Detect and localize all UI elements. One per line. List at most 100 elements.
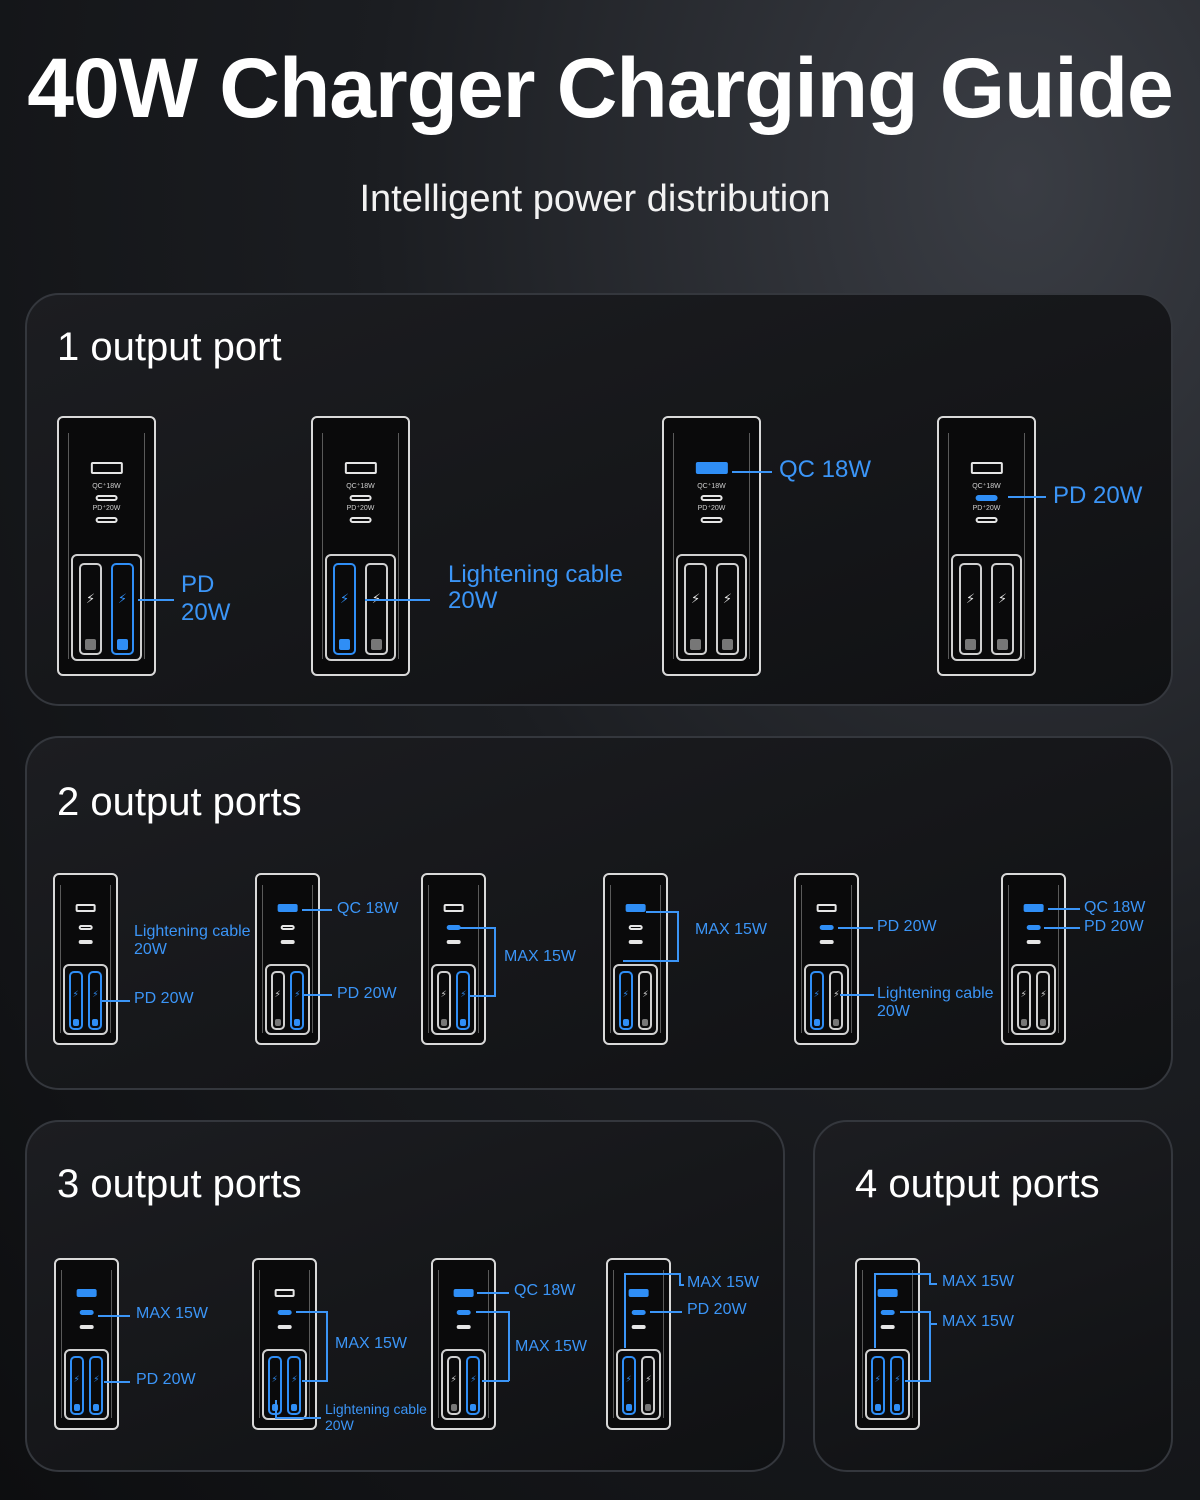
- leader-line: [874, 1273, 876, 1348]
- cable-tip: [642, 1019, 649, 1026]
- usb-a-port: [344, 461, 377, 475]
- cable-tip: [965, 638, 977, 650]
- leader-line: [477, 1292, 509, 1294]
- lightning-cable: ⚡: [69, 1355, 84, 1415]
- usb-c-port: [79, 1310, 94, 1315]
- usb-a-port: [277, 903, 298, 912]
- cable-bay: ⚡ ⚡: [325, 553, 396, 662]
- usb-c-cable: ⚡: [638, 970, 653, 1030]
- charger-device: ⚡ ⚡: [421, 873, 486, 1045]
- usb-a-port: [625, 903, 646, 912]
- cable-bay: ⚡ ⚡: [71, 553, 142, 662]
- power-label: 20W: [877, 1003, 910, 1020]
- leader-line: [900, 1311, 930, 1313]
- bolt-icon: ⚡: [440, 989, 447, 1000]
- leader-line: [275, 1417, 321, 1419]
- bolt-icon: ⚡: [722, 591, 732, 607]
- qc-port-label: QC⁺18W: [972, 482, 1001, 490]
- charger-device: ⚡ ⚡: [53, 873, 118, 1045]
- cable-tip: [460, 1019, 467, 1026]
- power-label: Lightening cable: [448, 561, 623, 588]
- usb-c-port: [95, 494, 118, 502]
- cable-tip: [625, 1404, 632, 1411]
- cable-tip: [274, 1019, 281, 1026]
- usb-c-cable: ⚡: [290, 970, 305, 1030]
- usb-c-port: [79, 1324, 94, 1330]
- power-label: 20W: [134, 941, 167, 958]
- qc-port-label: QC⁺18W: [697, 482, 726, 490]
- cable-bay: ⚡ ⚡: [261, 1349, 308, 1420]
- usb-c-cable: ⚡: [959, 562, 982, 656]
- leader-line: [304, 994, 332, 996]
- cable-tip: [440, 1019, 447, 1026]
- cable-bay: ⚡ ⚡: [440, 1349, 487, 1420]
- bolt-icon: ⚡: [72, 989, 79, 1000]
- charger-device: ⚡ ⚡: [606, 1258, 671, 1430]
- leader-line: [275, 1400, 277, 1418]
- bolt-icon: ⚡: [894, 1374, 901, 1385]
- usb-c-cable: ⚡: [684, 562, 707, 656]
- power-label: MAX 15W: [136, 1305, 209, 1322]
- lightning-cable: ⚡: [267, 1355, 282, 1415]
- power-label: PD 20W: [1084, 918, 1144, 935]
- bolt-icon: ⚡: [460, 989, 467, 1000]
- cable-bay: ⚡ ⚡: [612, 964, 659, 1035]
- cable-tip: [72, 1019, 79, 1026]
- bolt-icon: ⚡: [73, 1374, 80, 1385]
- lightning-cable: ⚡: [809, 970, 824, 1030]
- leader-line: [624, 1273, 626, 1348]
- usb-c-port: [700, 494, 723, 502]
- bolt-icon: ⚡: [367, 591, 386, 607]
- cable-tip: [1040, 1019, 1047, 1026]
- panel-three-ports: 3 output ports: [25, 1120, 785, 1472]
- power-label: Lightening cable: [877, 985, 994, 1002]
- usb-c-port: [78, 925, 93, 930]
- lightning-cable: ⚡: [870, 1355, 885, 1415]
- cable-tip: [645, 1404, 652, 1411]
- power-label: MAX 15W: [695, 921, 768, 938]
- cable-tip: [92, 1019, 99, 1026]
- power-label: MAX 15W: [504, 948, 577, 965]
- lightning-cable: ⚡: [621, 1355, 636, 1415]
- panel-title: 2 output ports: [57, 780, 302, 824]
- power-label: MAX 15W: [942, 1313, 1015, 1330]
- panel-title: 3 output ports: [57, 1162, 302, 1206]
- usb-c-port: [349, 516, 372, 524]
- usb-c-port: [446, 925, 461, 930]
- usb-c-port: [628, 925, 643, 930]
- cable-tip: [721, 638, 733, 650]
- usb-c-cable: ⚡: [89, 1355, 104, 1415]
- power-label: Lightening cable: [134, 923, 251, 940]
- leader-line: [138, 599, 174, 601]
- power-label: PD 20W: [134, 990, 194, 1007]
- bolt-icon: ⚡: [450, 1374, 457, 1385]
- qc-port-label: QC⁺18W: [346, 482, 375, 490]
- power-label: QC 18W: [1084, 899, 1146, 916]
- leader-line: [874, 1273, 930, 1275]
- charger-device: QC⁺18W PD⁺20W ⚡ ⚡: [57, 416, 156, 676]
- leader-line: [929, 1311, 931, 1381]
- leader-line: [104, 1381, 130, 1383]
- usb-c-port: [456, 1310, 471, 1315]
- leader-line: [677, 911, 679, 961]
- page-subtitle: Intelligent power distribution: [359, 178, 831, 220]
- leader-line: [929, 1273, 931, 1285]
- cable-tip: [271, 1404, 278, 1411]
- page-title: 40W Charger Charging Guide: [27, 41, 1174, 135]
- leader-line: [732, 471, 772, 473]
- leader-line: [460, 927, 495, 929]
- pd-port-label: PD⁺20W: [92, 505, 121, 513]
- cable-tip: [813, 1019, 820, 1026]
- usb-c-port: [975, 494, 998, 502]
- power-label: MAX 15W: [942, 1273, 1015, 1290]
- usb-c-cable: ⚡: [287, 1355, 302, 1415]
- cable-tip: [996, 638, 1008, 650]
- cable-bay: ⚡ ⚡: [1010, 964, 1057, 1035]
- cable-tip: [874, 1404, 881, 1411]
- usb-a-port: [970, 461, 1003, 475]
- cable-bay: ⚡ ⚡: [430, 964, 477, 1035]
- cable-tip: [450, 1404, 457, 1411]
- leader-line: [1044, 927, 1080, 929]
- cable-bay: ⚡ ⚡: [63, 1349, 110, 1420]
- cable-tip: [833, 1019, 840, 1026]
